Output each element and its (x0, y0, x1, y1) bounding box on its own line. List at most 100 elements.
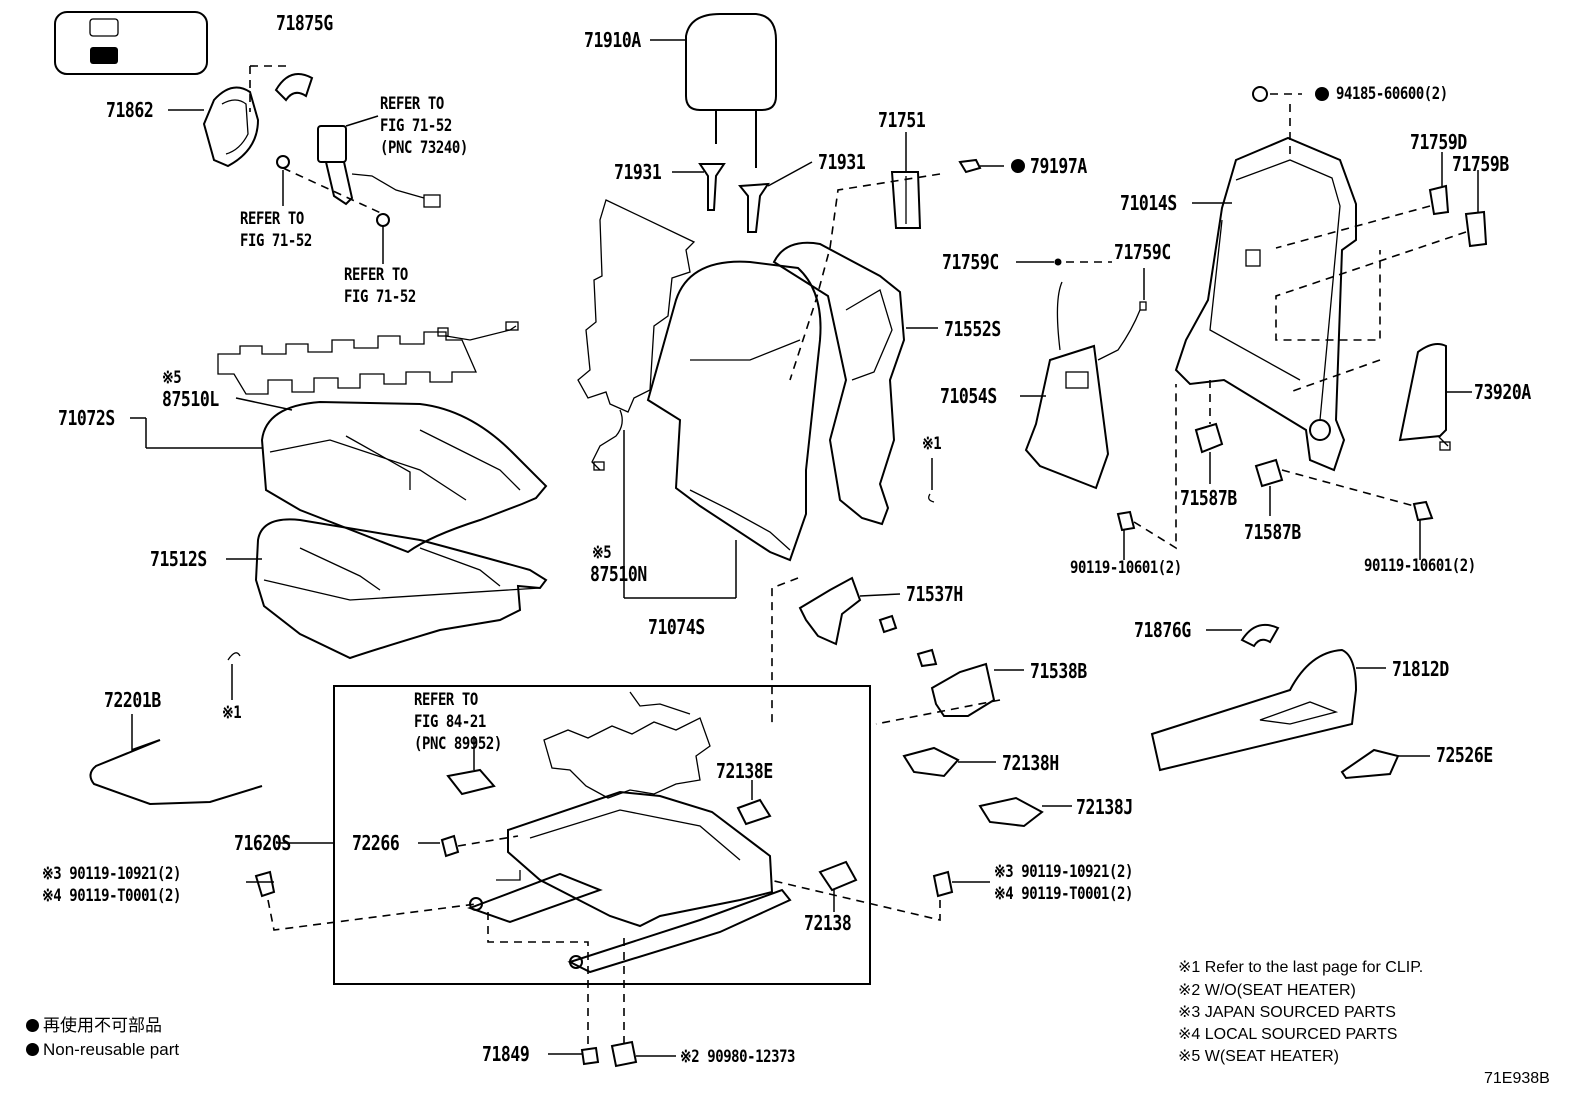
orientation-icon (54, 11, 208, 75)
callout-71751: 71751 (878, 108, 926, 132)
callout-71875g: 71875G (276, 11, 333, 35)
callout-71759b: 71759B (1452, 152, 1509, 176)
nonreusable-dot-icon (26, 1019, 39, 1032)
seatback-pad-drawing (772, 241, 906, 526)
diagram-code: 71E938B (1484, 1070, 1550, 1087)
screw-71849-drawing (580, 1046, 600, 1066)
headrest-guide-drawing (698, 163, 770, 233)
seat-cushion-cover-drawing (260, 400, 548, 554)
callout-71538b: 71538B (1030, 659, 1087, 683)
callout-71759c-right: 71759C (1114, 240, 1171, 264)
footnote-4: ※4 LOCAL SOURCED PARTS (1178, 1026, 1398, 1043)
heater-switch-drawing (446, 768, 496, 796)
callout-73920a: 73920A (1474, 380, 1531, 404)
cover-73920a-drawing (1398, 343, 1447, 442)
callout-71537h: 71537H (906, 582, 963, 606)
cover-71876g-drawing (1240, 624, 1280, 648)
cover-71875g-drawing (274, 73, 314, 102)
callout-71849: 71849 (482, 1042, 530, 1066)
callout-71014s: 71014S (1120, 191, 1177, 215)
callout-bolt-left-local: ※4 90119-T0001(2) (42, 886, 182, 906)
seatback-cover-drawing (646, 260, 822, 562)
cap-90980-drawing (610, 1040, 638, 1068)
callout-bolt-right-local: ※4 90119-T0001(2) (994, 884, 1134, 904)
callout-71862: 71862 (106, 98, 154, 122)
bracket-71751-drawing (890, 171, 922, 229)
legend-jp-text: 再使用不可部品 (43, 1016, 162, 1035)
callout-72526e: 72526E (1436, 743, 1493, 767)
bolt-90119-10601-right-drawing (1412, 500, 1434, 522)
legend-nonreusable-en: Non-reusable part (26, 1039, 179, 1061)
callout-72266: 72266 (352, 831, 400, 855)
refer-heater-2: FIG 84-21 (414, 712, 486, 732)
cover-71862-drawing (202, 86, 260, 168)
wire-72201b-drawing (89, 739, 263, 806)
heater-mat-87510n-drawing (577, 199, 696, 413)
callout-71876g: 71876G (1134, 618, 1191, 642)
seat-adjuster-group-box (333, 685, 871, 985)
recliner-cover-71537h-drawing (798, 576, 898, 646)
footnote-2: ※2 W/O(SEAT HEATER) (1178, 982, 1356, 999)
callout-90980: ※2 90980-12373 (680, 1047, 796, 1067)
bolt-90119-10601-left-drawing (1116, 510, 1136, 532)
callout-71910a: 71910A (584, 28, 641, 52)
callout-79197a: 79197A (1030, 154, 1087, 178)
refer-belt-1: REFER TO (380, 94, 444, 114)
callout-90119-10601-left: 90119-10601(2) (1070, 558, 1182, 578)
side-shield-71812d-drawing (1150, 648, 1358, 772)
callout-72138j: 72138J (1076, 795, 1133, 819)
callout-71512s: 71512S (150, 547, 207, 571)
footnote-5: ※5 W(SEAT HEATER) (1178, 1048, 1339, 1065)
callout-90119-10601-right: 90119-10601(2) (1364, 556, 1476, 576)
callout-72138h: 72138H (1002, 751, 1059, 775)
cover-72138j-drawing (978, 796, 1044, 828)
callout-bolt-left-jp: ※3 90119-10921(2) (42, 864, 182, 884)
callout-71759d: 71759D (1410, 130, 1467, 154)
callout-71812d: 71812D (1392, 657, 1449, 681)
callout-87510l: 87510L (162, 387, 219, 411)
note-x1-mid: ※1 (922, 434, 942, 454)
callout-71074s: 71074S (648, 615, 705, 639)
callout-87510n: 87510N (590, 562, 647, 586)
footnote-1: ※1 Refer to the last page for CLIP. (1178, 959, 1424, 976)
refer-b-1: REFER TO (344, 265, 408, 285)
note-x1-low: ※1 (222, 703, 242, 723)
callout-72138e: 72138E (716, 759, 773, 783)
refer-heater-3: (PNC 89952) (414, 734, 502, 754)
seatback-frame-drawing (1174, 136, 1357, 472)
callout-71054s: 71054S (940, 384, 997, 408)
callout-bolt-right-jp: ※3 90119-10921(2) (994, 862, 1134, 882)
clip-71759b-drawing (1464, 210, 1488, 248)
refer-heater-1: REFER TO (414, 690, 478, 710)
callout-71587b-left: 71587B (1180, 486, 1237, 510)
lever-71587b-left-drawing (1194, 422, 1224, 454)
clip-71759d-drawing (1428, 184, 1450, 216)
bolt-right-drawing (932, 870, 954, 898)
legend-nonreusable-jp: 再使用不可部品 (26, 1015, 162, 1037)
seat-adjuster-drawing (467, 790, 792, 974)
callout-71931-right: 71931 (818, 150, 866, 174)
seat-belt-buckle-drawing (276, 125, 441, 227)
seat-cushion-pad-drawing (254, 518, 548, 660)
callout-72201b: 72201B (104, 688, 161, 712)
refer-belt-2: FIG 71-52 (380, 116, 452, 136)
cover-72138e-drawing (736, 798, 772, 826)
nut-94185-drawing (1252, 86, 1268, 102)
spring-72266-drawing (440, 834, 460, 858)
headrest-drawing (685, 13, 777, 168)
cover-72138h-drawing (902, 746, 960, 778)
seat-heater-mat-drawing (543, 691, 711, 799)
note-x5-mid: ※5 (592, 543, 612, 563)
callout-71620s: 71620S (234, 831, 291, 855)
callout-71759c-left: 71759C (942, 250, 999, 274)
lever-71587b-right-drawing (1254, 458, 1284, 488)
refer-a-2: FIG 71-52 (240, 231, 312, 251)
callout-71931-left: 71931 (614, 160, 662, 184)
refer-belt-3: (PNC 73240) (380, 138, 468, 158)
callout-94185: 94185-60600(2) (1336, 84, 1448, 104)
callout-71072s: 71072S (58, 406, 115, 430)
screw-79197a-drawing (958, 158, 982, 174)
cover-72526e-drawing (1340, 748, 1400, 780)
